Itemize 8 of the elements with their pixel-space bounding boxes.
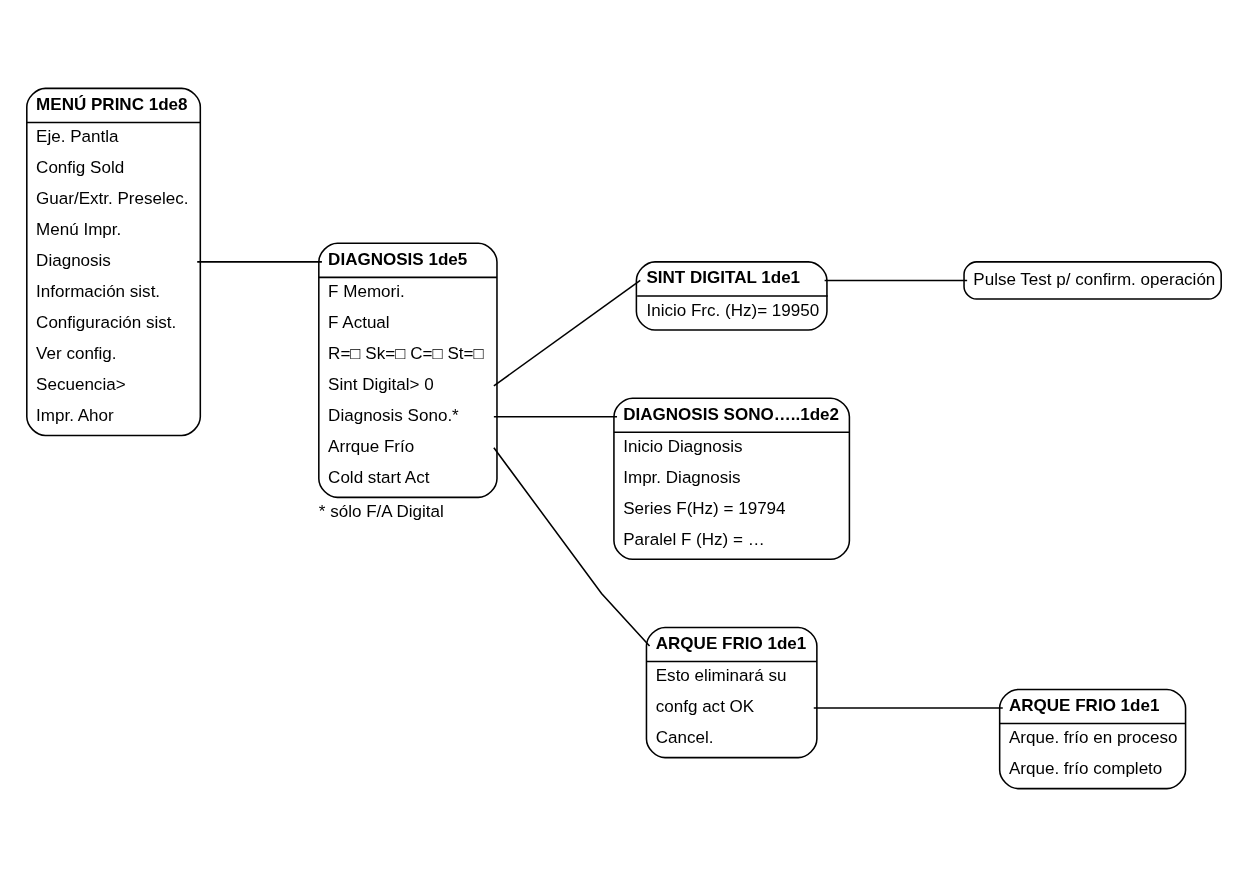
connector [493,447,651,647]
node-label: * sólo F/A Digital [318,502,444,522]
connector [823,279,968,282]
connector [493,279,642,387]
node-box: Pulse Test p/ confirm. operación [963,261,1222,300]
connector [813,707,1004,709]
connector [493,416,618,418]
connector [196,261,323,263]
